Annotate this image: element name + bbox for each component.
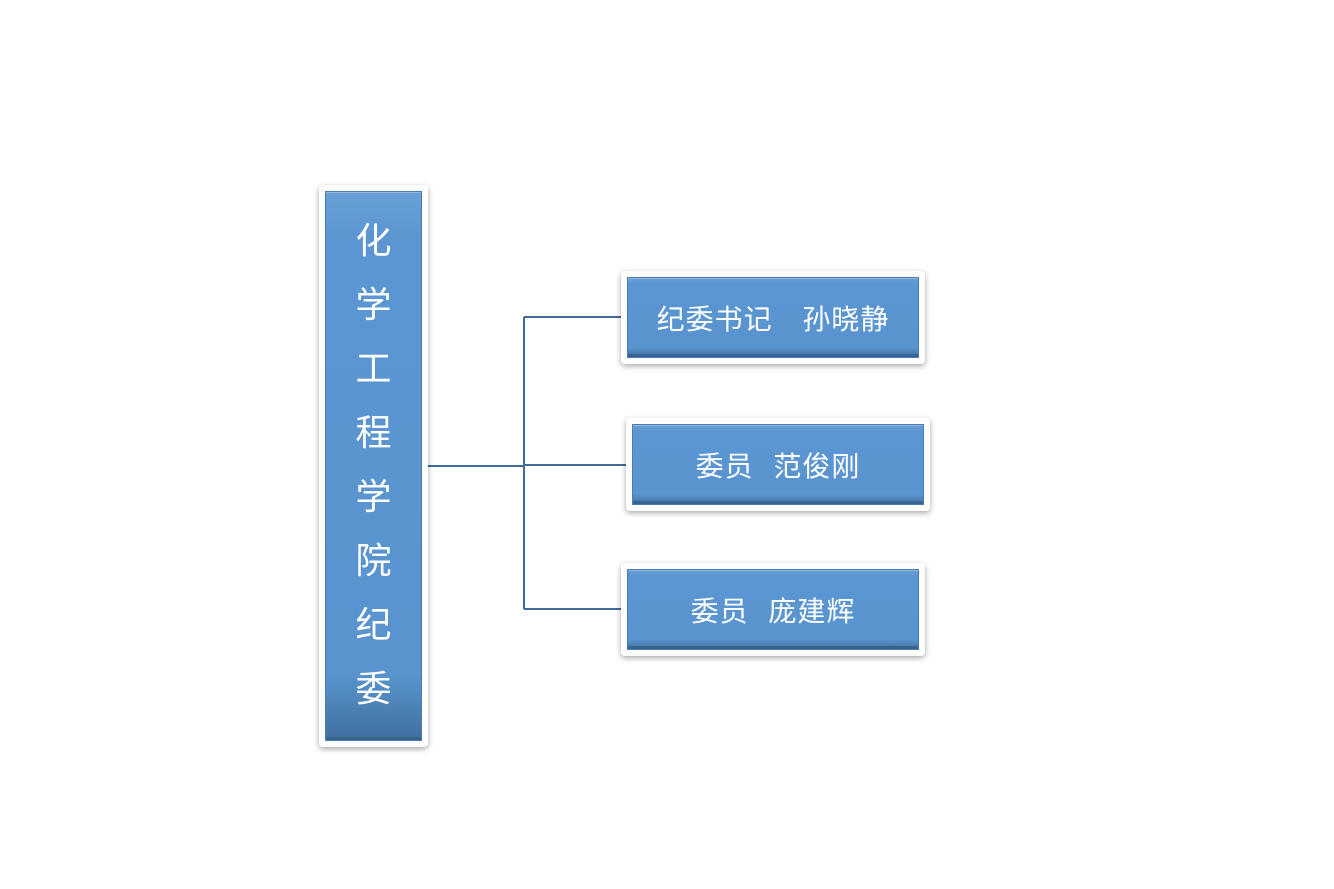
root-node: 化 学 工 程 学 院 纪 委 xyxy=(319,185,428,747)
child-node-member-1: 委员 范俊刚 xyxy=(626,418,930,511)
root-char: 学 xyxy=(355,477,392,518)
root-char: 化 xyxy=(355,221,392,262)
child-node-label: 委员 范俊刚 xyxy=(695,449,861,483)
root-char: 程 xyxy=(355,413,392,454)
root-char: 学 xyxy=(355,285,392,326)
child-node-secretary: 纪委书记 孙晓静 xyxy=(621,271,925,364)
root-char: 工 xyxy=(355,349,392,390)
root-node-body: 化 学 工 程 学 院 纪 委 xyxy=(325,191,422,741)
root-char: 委 xyxy=(355,669,392,710)
child-node-body: 纪委书记 孙晓静 xyxy=(627,277,919,358)
root-char: 院 xyxy=(355,541,392,582)
child-node-body: 委员 庞建辉 xyxy=(627,569,919,650)
child-node-label: 委员 庞建辉 xyxy=(690,594,856,628)
child-node-label: 纪委书记 孙晓静 xyxy=(656,302,890,336)
child-node-member-2: 委员 庞建辉 xyxy=(621,563,925,656)
child-node-body: 委员 范俊刚 xyxy=(632,424,924,505)
root-char: 纪 xyxy=(355,605,392,646)
